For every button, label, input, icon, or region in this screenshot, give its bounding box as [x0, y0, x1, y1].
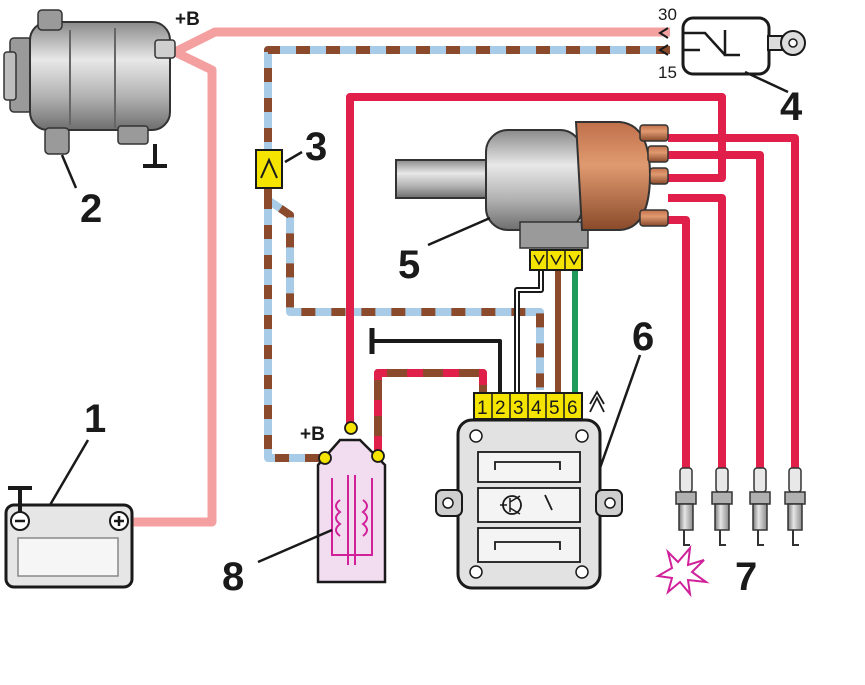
wire-battery-to-ignition-switch: [130, 27, 670, 527]
ground-symbol-icon: [589, 390, 605, 413]
switch-unit-pin-block: [473, 392, 583, 420]
switch-unit: [435, 418, 623, 590]
label-connector: 3: [305, 125, 327, 169]
wires-plug-leads: [668, 134, 799, 468]
label-alternator: 2: [80, 187, 102, 231]
spark-plugs: [675, 467, 806, 546]
label-switch-unit: 6: [632, 315, 654, 359]
leader-line-8: [257, 528, 333, 564]
wire-switch15-to-coil: [264, 46, 670, 462]
distributor: [395, 121, 669, 271]
spark-icon: [654, 544, 710, 598]
label-ignition-switch: 4: [780, 85, 803, 129]
switch-unit-pin-4: 4: [531, 398, 542, 419]
battery: [4, 486, 134, 589]
spark-plug: [749, 467, 771, 546]
switch-terminal-30: 30: [658, 5, 677, 24]
leader-line-2: [60, 154, 78, 189]
wire-coil-to-pin1: [374, 369, 487, 452]
leader-line-6: [598, 354, 642, 469]
wire-ground-pin2: [369, 328, 502, 394]
spark-plug: [711, 467, 733, 546]
label-spark-plugs: 7: [735, 555, 757, 599]
alternator-terminal-label: +B: [175, 9, 200, 30]
spark-plug: [784, 467, 806, 546]
switch-unit-pin-2: 2: [495, 398, 506, 419]
switch-unit-pin-5: 5: [549, 398, 560, 419]
ignition-switch: [658, 16, 806, 76]
label-battery: 1: [84, 397, 106, 441]
leader-line-4: [744, 70, 789, 94]
connector-block: [255, 149, 283, 189]
switch-unit-pin-1: 1: [477, 398, 488, 419]
wire-coil-high-voltage: [346, 93, 726, 428]
alternator: [3, 9, 176, 168]
label-ignition-coil: 8: [222, 555, 244, 599]
switch-terminal-15: 15: [658, 63, 677, 82]
coil-terminal-label: +B: [300, 424, 325, 445]
ignition-coil: [316, 421, 387, 584]
switch-unit-pin-6: 6: [567, 398, 578, 419]
spark-plug: [675, 467, 697, 546]
leader-line-5: [427, 216, 491, 247]
leader-line-1: [48, 439, 90, 506]
leader-line-3: [284, 150, 303, 164]
switch-unit-pin-3: 3: [513, 398, 524, 419]
wire-distributor-sensor: [514, 268, 578, 394]
label-distributor: 5: [398, 243, 420, 287]
